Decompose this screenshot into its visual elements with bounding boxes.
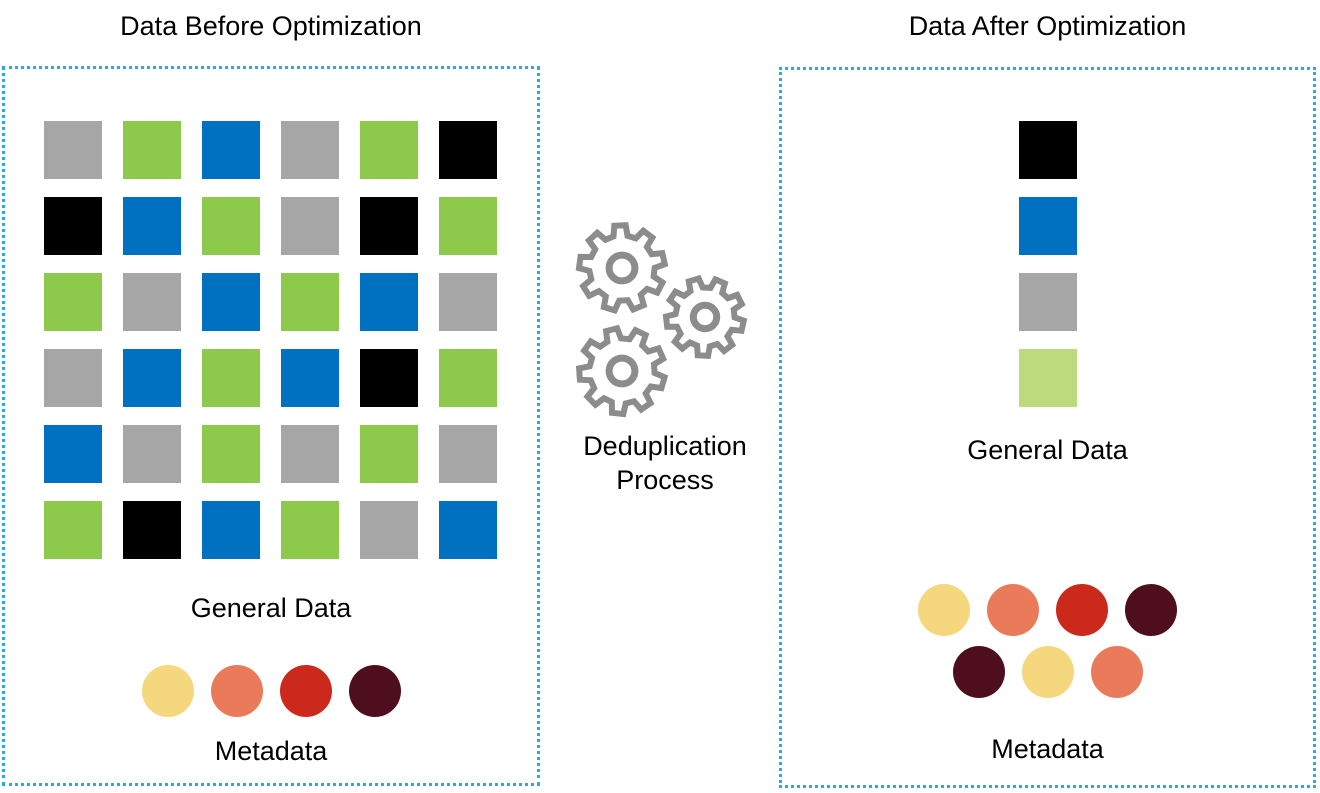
metadata-circle-salmon xyxy=(1090,646,1143,698)
data-block-gray xyxy=(44,121,102,179)
before-general-data-label: General Data xyxy=(190,593,352,623)
data-block-gray xyxy=(44,349,102,407)
data-block-lightgreen xyxy=(1018,349,1077,407)
before-metadata-label: Metadata xyxy=(214,736,328,766)
gear-hole xyxy=(605,251,639,285)
data-block-green xyxy=(123,121,181,179)
data-block-black xyxy=(1018,121,1077,179)
data-block-green xyxy=(281,273,339,331)
after-general-data-stack xyxy=(779,121,1316,407)
process-label-line1: Deduplication xyxy=(583,431,747,461)
data-block-green xyxy=(202,197,260,255)
data-block-blue xyxy=(202,273,260,331)
data-block-green xyxy=(439,349,497,407)
data-block-blue xyxy=(123,197,181,255)
before-panel-title: Data Before Optimization xyxy=(120,11,422,41)
data-block-black xyxy=(439,121,497,179)
metadata-circle-maroon xyxy=(1125,584,1177,636)
data-block-black xyxy=(360,197,418,255)
before-general-data-grid xyxy=(44,121,497,559)
data-block-gray xyxy=(123,273,181,331)
data-block-gray xyxy=(281,425,339,483)
after-metadata-label: Metadata xyxy=(991,734,1104,764)
metadata-circle-red xyxy=(279,665,332,717)
metadata-circle-red xyxy=(1056,584,1108,636)
gear-hole xyxy=(605,354,639,388)
before-metadata-circles xyxy=(2,665,540,717)
data-block-blue xyxy=(202,121,260,179)
process-label-line2: Process xyxy=(616,464,714,495)
data-block-green xyxy=(360,121,418,179)
data-block-blue xyxy=(281,349,339,407)
data-block-blue xyxy=(439,501,497,559)
data-block-green xyxy=(44,501,102,559)
data-block-gray xyxy=(281,197,339,255)
data-block-gray xyxy=(1018,273,1077,331)
data-block-green xyxy=(281,501,339,559)
data-block-black xyxy=(123,501,181,559)
metadata-circle-yellow xyxy=(141,665,194,717)
gear-hole xyxy=(689,301,721,333)
data-block-green xyxy=(360,425,418,483)
data-block-gray xyxy=(439,273,497,331)
process-label: Deduplication Process xyxy=(545,430,785,498)
metadata-circle-yellow xyxy=(1021,646,1074,698)
gear-icon xyxy=(575,222,748,418)
data-block-green xyxy=(44,273,102,331)
data-block-black xyxy=(360,349,418,407)
data-block-blue xyxy=(1018,197,1077,255)
data-block-gray xyxy=(360,501,418,559)
metadata-circle-salmon xyxy=(987,584,1039,636)
metadata-circle-maroon xyxy=(952,646,1005,698)
data-block-gray xyxy=(439,425,497,483)
data-block-blue xyxy=(202,501,260,559)
data-block-blue xyxy=(360,273,418,331)
data-block-green xyxy=(202,425,260,483)
data-block-green xyxy=(202,349,260,407)
data-block-black xyxy=(44,197,102,255)
metadata-circle-yellow xyxy=(918,584,970,636)
data-block-blue xyxy=(123,349,181,407)
after-panel-title: Data After Optimization xyxy=(908,11,1187,41)
after-panel-box xyxy=(779,67,1316,788)
metadata-circle-salmon xyxy=(210,665,263,717)
data-block-gray xyxy=(123,425,181,483)
data-block-blue xyxy=(44,425,102,483)
metadata-circle-maroon xyxy=(348,665,401,717)
data-block-green xyxy=(439,197,497,255)
after-general-data-label: General Data xyxy=(967,435,1128,465)
after-metadata-circles-row1 xyxy=(779,584,1316,636)
after-metadata-circles-row2 xyxy=(779,646,1316,698)
before-panel-box xyxy=(2,66,540,786)
data-block-gray xyxy=(281,121,339,179)
